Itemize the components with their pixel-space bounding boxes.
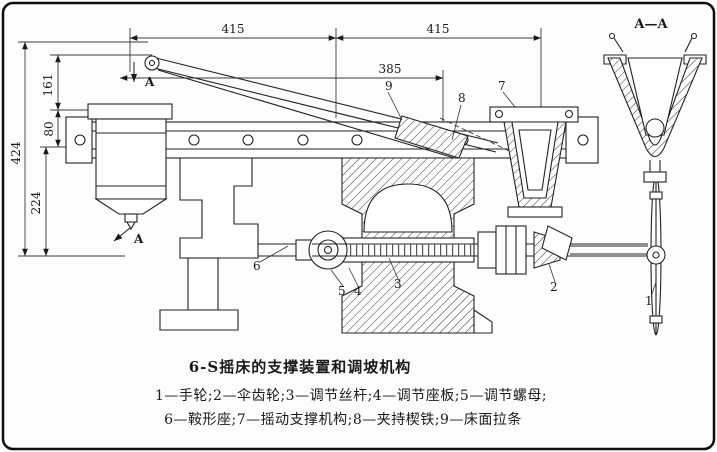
callout-6: 6 <box>253 259 261 273</box>
section-arrow-label-top: A <box>144 75 155 89</box>
dim-385: 385 <box>379 62 402 76</box>
section-view-title: A—A <box>633 17 668 32</box>
section-view: A—A <box>603 17 707 183</box>
figure-title: 6-S摇床的支撑装置和调坡机构 <box>189 358 412 376</box>
deck-tie-rod <box>144 55 499 163</box>
dim-415-right: 415 <box>427 22 450 36</box>
callout-9: 9 <box>385 79 393 93</box>
section-arrow-label-bottom: A <box>133 232 144 246</box>
bevel-gear-pair <box>533 225 648 269</box>
adjusting-nut-hub <box>308 230 348 270</box>
callout-1: 1 <box>645 294 653 308</box>
callout-numbers: 9 8 7 6 5 4 3 2 1 <box>253 79 653 308</box>
figure-caption: 6-S摇床的支撑装置和调坡机构 1—手轮;2—伞齿轮;3—调节丝杆;4—调节座板… <box>155 358 547 428</box>
caption-line-1: 1—手轮;2—伞齿轮;3—调节丝杆;4—调节座板;5—调节螺母; <box>155 387 547 404</box>
central-casting <box>341 157 493 334</box>
callout-4: 4 <box>354 284 362 298</box>
left-hanger-bracket <box>87 103 173 231</box>
bearing-blocks <box>477 225 527 275</box>
section-plane-markers <box>113 62 138 242</box>
dimension-lines <box>18 28 542 257</box>
main-view <box>65 55 666 336</box>
dim-415-left: 415 <box>222 22 245 36</box>
dimension-labels: 415 415 385 424 161 80 224 <box>9 22 449 214</box>
caption-line-2: 6—鞍形座;7—摇动支撑机构;8—夹持楔铁;9—床面拉条 <box>164 411 522 428</box>
saddle-seat <box>159 157 313 331</box>
rocking-support-cup <box>489 106 579 218</box>
dim-224: 224 <box>29 191 43 214</box>
callout-8: 8 <box>458 91 466 105</box>
callout-7: 7 <box>498 79 506 93</box>
callout-5: 5 <box>338 284 346 298</box>
dim-80: 80 <box>42 121 56 136</box>
section-cup-wall <box>607 57 703 158</box>
callout-3: 3 <box>394 277 402 291</box>
callout-2: 2 <box>550 280 558 294</box>
callout-leaders <box>259 91 657 298</box>
section-pivot-ball <box>645 118 665 138</box>
dim-161: 161 <box>41 74 55 97</box>
section-cup-cavity <box>627 57 683 136</box>
dim-424: 424 <box>9 141 23 164</box>
